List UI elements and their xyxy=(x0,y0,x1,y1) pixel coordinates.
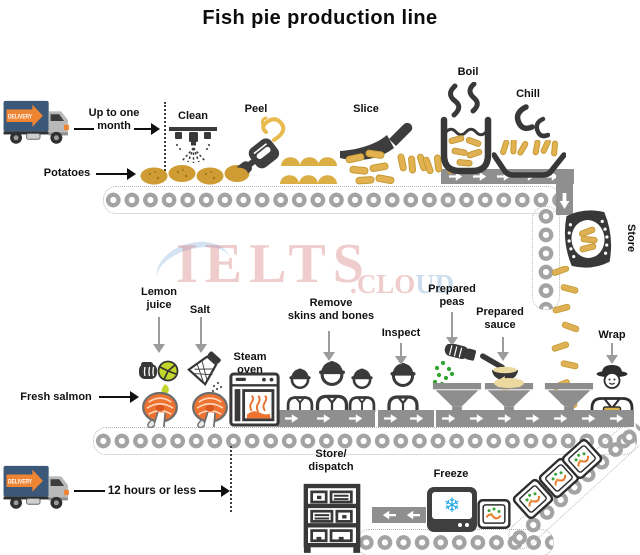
lemon-arrow xyxy=(151,317,167,353)
peas-line2: peas xyxy=(439,296,465,309)
lemon-line1: Lemon xyxy=(140,286,178,298)
remove-table-belt xyxy=(277,410,375,427)
freezer-icon: ❄ xyxy=(427,487,477,532)
boil-label: Boil xyxy=(457,66,479,78)
chill-steam-icon xyxy=(514,104,550,139)
remove-arrow xyxy=(321,331,337,361)
salt-shaker-icon xyxy=(187,351,223,393)
workers-icon xyxy=(286,359,376,414)
delivery-time-line1: Up to one xyxy=(85,107,143,119)
shelf-icon xyxy=(303,483,361,553)
chill-label: Chill xyxy=(516,88,540,100)
dispatch-time-text: 12 hours or less xyxy=(104,485,200,497)
wrap-arrow xyxy=(604,343,620,364)
sauce-line1: Prepared xyxy=(476,306,524,318)
page-title: Fish pie production line xyxy=(202,7,438,29)
peas-arrow xyxy=(444,312,460,346)
lemon-line2: juice xyxy=(146,299,172,312)
inspector-icon xyxy=(387,361,419,414)
watermark-suffix-red: .CLO xyxy=(350,269,416,299)
freezer-screen: ❄ xyxy=(432,492,472,519)
freezer-dots xyxy=(464,522,469,527)
watermark-suffix: .CLOUD xyxy=(350,271,454,298)
snowflake-icon: ❄ xyxy=(443,494,461,517)
dispatch-badge-text: DELIVERY xyxy=(8,479,32,486)
inspect-arrow xyxy=(393,343,409,365)
steam-oven-line1: Steam xyxy=(233,351,267,363)
peeled-potatoes-icon xyxy=(280,157,337,184)
peeler-icon xyxy=(228,116,286,180)
watermark-suffix-blue: UD xyxy=(415,269,455,299)
inspect-label: Inspect xyxy=(381,327,421,339)
salt-label: Salt xyxy=(189,304,211,316)
fresh-salmon-arrow xyxy=(99,390,139,405)
vertical-conveyor xyxy=(532,206,560,310)
lemon-juice-label: Lemon juice xyxy=(130,286,188,313)
peas-hand-icon xyxy=(432,344,476,386)
store-label: Store xyxy=(625,224,637,253)
pie-package-icon xyxy=(477,499,511,529)
dispatch-truck-icon: DELIVERY xyxy=(3,465,69,509)
sauce-label: Prepared sauce xyxy=(472,306,528,333)
peel-label: Peel xyxy=(244,103,268,115)
potato-slices-icon xyxy=(345,149,426,185)
store-container-icon xyxy=(564,210,612,268)
freeze-belt xyxy=(372,507,426,523)
slice-label: Slice xyxy=(353,103,379,115)
belt-corner-down xyxy=(556,169,573,215)
sauce-arrow xyxy=(495,337,511,361)
wrap-label: Wrap xyxy=(598,329,626,341)
boil-pot-icon xyxy=(440,82,492,175)
delivery-time-label: Up to one month xyxy=(82,107,146,134)
salt-arrow xyxy=(193,317,209,353)
delivery-badge-text: DELIVERY xyxy=(8,114,32,121)
peas-line1: Prepared xyxy=(428,283,476,295)
dispatch-boundary-line xyxy=(230,446,232,512)
lemon-squeeze-icon xyxy=(139,360,179,394)
chill-bowl-icon xyxy=(492,140,566,178)
remove-line1: Remove xyxy=(309,297,353,309)
clean-label: Clean xyxy=(178,110,208,122)
steam-oven-icon xyxy=(229,372,280,427)
remove-label: Remove skins and bones xyxy=(281,297,381,324)
delivery-time-line2: month xyxy=(94,120,134,133)
sauce-line2: sauce xyxy=(484,319,516,332)
remove-line2: skins and bones xyxy=(287,310,375,323)
store-dispatch-line1: Store/ xyxy=(315,448,347,460)
watermark-brand: IELTS xyxy=(176,233,371,295)
potato-conveyor xyxy=(103,186,561,214)
potatoes-arrow xyxy=(96,167,136,182)
potato-hopper-icon xyxy=(544,383,594,414)
store-dispatch-label: Store/ dispatch xyxy=(295,448,367,475)
assembly-belt xyxy=(436,410,634,427)
inspect-table-belt xyxy=(378,410,434,427)
fresh-salmon-label: Fresh salmon xyxy=(20,391,92,403)
salmon-steaks-icon xyxy=(141,391,229,428)
wrap-worker-icon xyxy=(590,365,634,415)
sauce-mound-icon xyxy=(494,378,524,388)
delivery-boundary-line xyxy=(164,102,166,174)
freeze-label: Freeze xyxy=(433,468,469,480)
store-dispatch-line2: dispatch xyxy=(308,461,354,474)
clean-spray-bar xyxy=(169,127,217,131)
peas-hopper-icon xyxy=(432,383,482,414)
salmon-conveyor xyxy=(93,427,637,455)
clean-sprayer-icon xyxy=(175,132,211,163)
dispatch-time-label: 12 hours or less xyxy=(100,484,204,498)
delivery-truck-icon: DELIVERY xyxy=(3,100,69,144)
peas-label: Prepared peas xyxy=(422,283,482,310)
potatoes-label: Potatoes xyxy=(43,167,91,179)
